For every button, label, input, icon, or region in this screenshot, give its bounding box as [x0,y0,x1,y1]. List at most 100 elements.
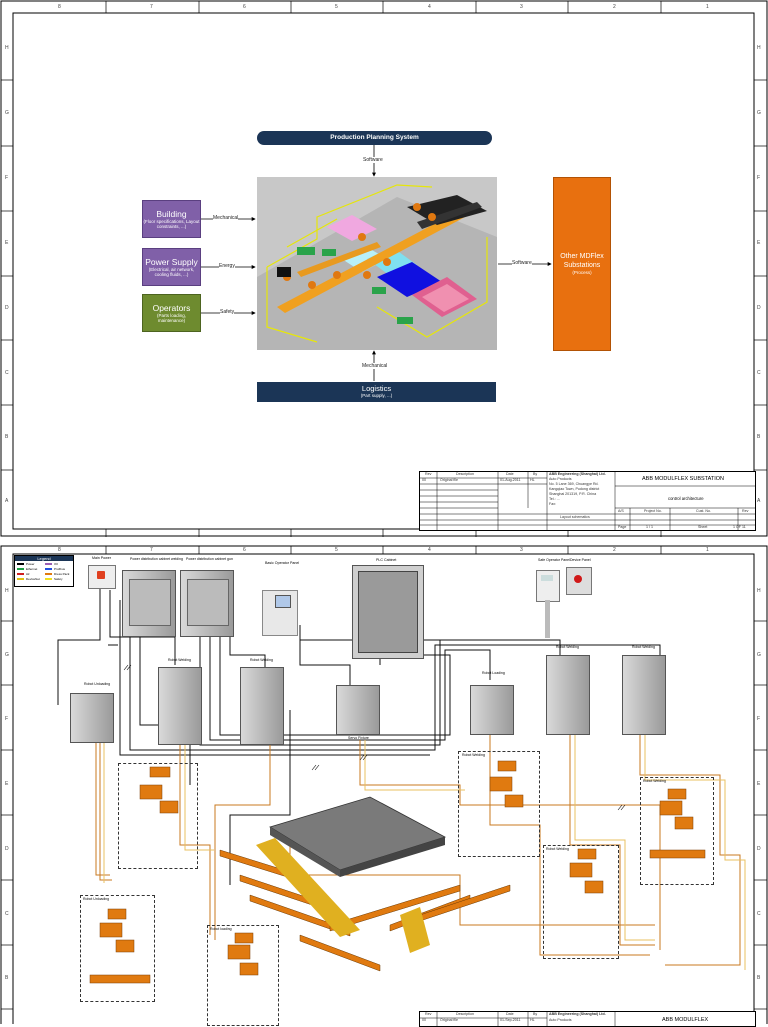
row-label: A [5,498,9,504]
tb-address: Tel.: ... [549,497,560,501]
mechanical-bottom-label: Mechanical [362,363,388,369]
logistics-label: Logistics [361,384,392,394]
operators-sub: (Parts loading, maintenance) [156,312,186,324]
safe-operator-panel [536,570,560,602]
tb-address: No. 5 Lane 369, Chuangye Rd. [549,482,599,486]
title-block-grid [420,472,755,530]
safety-label: Safety [220,309,235,315]
other-mdflex-sub: (Process) [572,270,592,276]
robot-welding-2-label: Robot Welding [250,658,273,662]
row-label: F [5,716,9,722]
tb2-company: ABB Engineering (Shanghai) Ltd. [549,1012,606,1016]
operator-panel-label: Safe Operator Panel [538,558,570,562]
col-label: 1 [706,547,709,553]
building-sub: (Floor specifications, Layout constraint… [143,218,200,230]
row-label: H [5,588,9,594]
tb2-cell: HL [530,1018,535,1022]
col-label: 5 [335,4,338,10]
tb2-hdr: By [533,1012,538,1016]
mechanical-left-label: Mechanical [213,215,239,221]
power-supply-label: Power Supply [145,256,198,267]
power-dist-gun-label: Power distribution cabinet gun [186,557,233,561]
row-label: A [757,498,761,504]
tb-hdr: Date [506,472,514,476]
tb-subtitle: control architecture [668,496,704,501]
operators-box: Operators (Parts loading, maintenance) [142,294,201,332]
sheet-2: 8 7 6 5 4 3 2 1 H G F E D C B H G F E D … [0,545,768,1027]
tb-cell: 00 [422,478,426,482]
production-planning-system-box: Production Planning System [257,131,492,145]
row-label: D [757,846,761,852]
main-power-cabinet [88,565,116,589]
tb-small: 1 OF 11 [733,525,746,529]
col-label: 4 [428,547,431,553]
legend-item: Profibus [54,567,66,571]
row-label: C [757,370,761,376]
row-label: B [757,434,761,440]
robot-cell-unloading [80,895,155,1002]
legend-title: Legend [15,556,73,561]
row-label: F [757,716,761,722]
tb-address: Fax: [549,502,556,506]
row-label: B [5,434,9,440]
col-label: 7 [150,4,153,10]
robot-cell-welding-4 [640,777,714,885]
row-label: C [5,911,9,917]
robot-loading-label: Robot Loading [482,671,505,675]
tb2-cell: Original file [440,1018,458,1022]
col-label: 4 [428,4,431,10]
tb2-title: ABB MODULFLEX [662,1017,709,1023]
robot-cell-welding-3 [543,845,619,959]
basic-operator-panel [262,590,298,636]
power-supply-sub: (Electrical, air network, cooling fluids… [148,266,195,278]
cell-welding-2-label: Robot Welding [462,753,485,757]
energy-label: Energy [219,263,235,269]
row-label: B [5,975,9,981]
robot-welding-1-label: Robot Welding [168,658,191,662]
tb-hdr: Description [456,472,474,476]
robots-and-fixture [89,760,706,984]
row-label: G [5,110,9,116]
robot-controller-loading [470,685,514,735]
robot-controller-welding-3 [546,655,590,735]
col-label: 8 [58,547,61,553]
cell-unloading-label: Robot Unloading [83,897,110,901]
tb-small: Sheet [698,525,708,529]
building-label: Building [156,208,187,219]
legend-swatches [17,563,52,580]
tb2-hdr: Description [456,1012,474,1016]
tb2-hdr: Rev [425,1012,432,1016]
row-label: B [757,975,761,981]
row-label: G [757,110,761,116]
tb-hdr: By [533,472,538,476]
legend-item: Ethernet [26,567,38,571]
building-box: Building (Floor specifications, Layout c… [142,200,201,238]
robot-controller-unloading [70,693,114,743]
device-panel-label: Device Panel [570,558,591,562]
row-label: G [5,652,9,658]
power-distribution-cabinet-welding [122,570,176,637]
row-label: E [5,781,9,787]
software-top-label: Software [363,157,383,163]
tb-layout: Layout schematics [560,515,590,519]
pps-label: Production Planning System [330,134,419,141]
tb2-hdr: Date [506,1012,514,1016]
row-label: D [5,846,9,852]
tb-small: Page [618,525,627,529]
robot-controller-welding-2 [240,667,284,745]
plc-cabinet [352,565,424,659]
col-label: 3 [520,4,523,10]
tb2-address: Auto Products [549,1018,572,1022]
tb-cell: HL [530,478,535,482]
tb2-cell: 01-Sep-2011 [500,1018,521,1022]
sheet-1-frame [0,0,768,537]
device-panel [566,567,592,595]
sheet-2-frame [0,545,768,1024]
plc-label: PLC Cabinet [376,558,397,562]
tb-small: A/S [618,509,624,513]
row-label: H [757,588,761,594]
row-label: F [5,175,9,181]
tb-title: ABB MODULFLEX SUBSTATION [642,476,725,482]
logistics-box: Logistics (Part supply, ...) [257,382,496,402]
tb-address: Kangqiao Town, Pudong district [549,487,600,491]
